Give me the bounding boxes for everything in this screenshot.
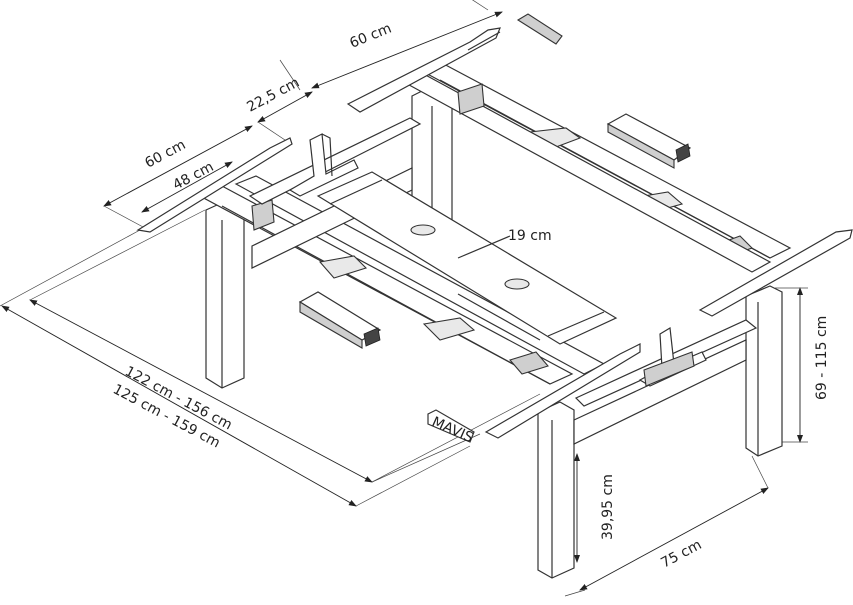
grommet-right: [504, 278, 530, 290]
handset-control: MAVIS: [427, 409, 476, 446]
bracket-left: [288, 133, 359, 197]
end-cap-front: [643, 351, 695, 387]
label-top-depth-right: 60 cm: [348, 21, 394, 52]
center-cable-tray: [316, 171, 618, 345]
label-leg-height: 39,95 cm: [600, 474, 616, 540]
label-foot-length: 75 cm: [658, 537, 704, 572]
grommet-left: [410, 224, 436, 236]
top-arm-left: [136, 137, 293, 233]
top-arm-back: [346, 27, 501, 113]
label-height-range: 69 - 115 cm: [814, 316, 830, 400]
back-right-leg: [745, 285, 783, 457]
control-box-right: [606, 113, 692, 169]
top-arm-front: [484, 343, 641, 439]
top-arm-right: [698, 229, 853, 317]
front-right-leg: [537, 401, 575, 579]
control-box-left: [298, 291, 382, 349]
dimension-lines: [0, 0, 808, 597]
floor-plane: [29, 209, 541, 483]
loose-bracket-top: [516, 13, 563, 45]
label-top-depth-left: 60 cm: [142, 137, 188, 172]
front-left-leg: [205, 199, 245, 389]
label-center-gap: 19 cm: [508, 228, 552, 244]
label-top-gap: 22,5 cm: [244, 75, 302, 116]
